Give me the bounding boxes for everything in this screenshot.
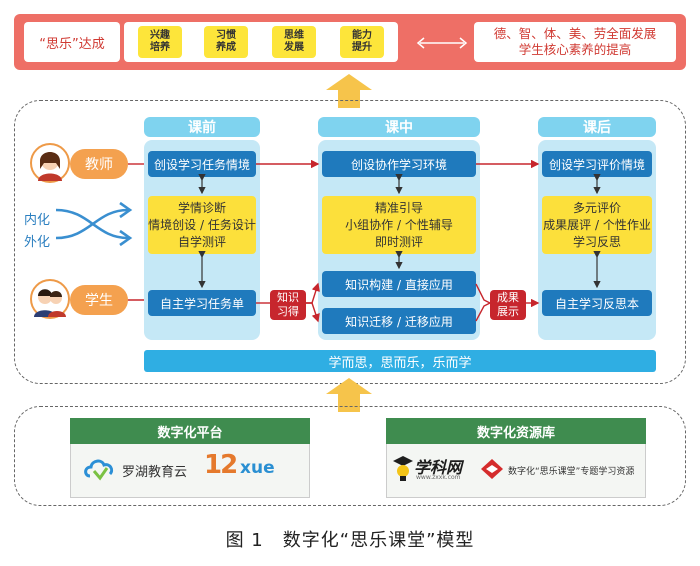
top-goal-box: 德、智、体、美、劳全面发展 学生核心素养的提高 bbox=[474, 22, 676, 62]
book-logo-icon bbox=[481, 459, 503, 479]
resource-title: 数字化资源库 bbox=[386, 418, 646, 444]
result-tag: 成果 展示 bbox=[490, 290, 526, 320]
yellow-line: 学情诊断 bbox=[177, 200, 226, 215]
pill-line: 思维 bbox=[284, 30, 304, 41]
after-top-box: 创设学习评价情境 bbox=[542, 151, 652, 177]
goal-line1: 德、智、体、美、劳全面发展 bbox=[493, 26, 657, 41]
cross-arrow bbox=[55, 208, 129, 240]
yellow-line: 多元评价 bbox=[572, 200, 621, 215]
platform-logo2-num: 12 bbox=[204, 450, 238, 480]
yellow-line: 自学测评 bbox=[177, 234, 226, 249]
resource-logo1: 学科网 bbox=[414, 458, 463, 477]
flow-arrow bbox=[306, 302, 320, 323]
pill-line: 能力 bbox=[352, 30, 372, 41]
student-avatar bbox=[30, 279, 70, 319]
pill-habit: 习惯 养成 bbox=[204, 26, 248, 58]
yellow-line: 学习反思 bbox=[572, 234, 621, 249]
platform-title: 数字化平台 bbox=[70, 418, 310, 444]
platform-logo2-text: xue bbox=[240, 458, 275, 478]
label-internalize: 内化 bbox=[24, 213, 51, 228]
role-teacher: 教师 bbox=[70, 149, 128, 179]
label-externalize: 外化 bbox=[24, 235, 51, 250]
cloud-logo-icon bbox=[84, 459, 114, 481]
yellow-line: 情境创设 / 任务设计 bbox=[148, 217, 256, 232]
figure-caption: 图 1 数字化“思乐课堂”模型 bbox=[0, 525, 700, 553]
caption-text: 图 1 数字化“思乐课堂”模型 bbox=[225, 530, 475, 551]
flow-line bbox=[475, 283, 491, 304]
before-top-box: 创设学习任务情境 bbox=[148, 151, 256, 177]
bottom-frame bbox=[14, 406, 686, 506]
header-after: 课后 bbox=[538, 117, 656, 137]
pill-line: 发展 bbox=[284, 42, 304, 53]
knowledge-tag: 知识 习得 bbox=[270, 290, 306, 320]
pill-line: 习惯 bbox=[216, 30, 236, 41]
up-arrow-icon bbox=[326, 74, 372, 108]
pill-thinking: 思维 发展 bbox=[272, 26, 316, 58]
during-middle-box: 精准引导 小组协作 / 个性辅导 即时测评 bbox=[322, 196, 476, 254]
top-title: “思乐”达成 bbox=[39, 36, 105, 52]
after-middle-box: 多元评价 成果展评 / 个性作业 学习反思 bbox=[542, 196, 652, 254]
flow-arrow bbox=[306, 282, 320, 304]
role-student: 学生 bbox=[70, 285, 128, 315]
teacher-avatar bbox=[30, 143, 70, 183]
tag-line: 展示 bbox=[497, 305, 519, 318]
up-arrow-icon bbox=[326, 378, 372, 412]
yellow-line: 精准引导 bbox=[374, 200, 423, 215]
tag-line: 习得 bbox=[277, 305, 299, 318]
flow-line bbox=[475, 302, 491, 322]
during-bottom-box-1: 知识构建 / 直接应用 bbox=[322, 271, 476, 297]
pill-ability: 能力 提升 bbox=[340, 26, 384, 58]
double-arrow-icon bbox=[416, 37, 468, 49]
arrowhead-icon bbox=[119, 229, 133, 247]
goal-line2: 学生核心素养的提高 bbox=[518, 42, 632, 57]
platform-logo1: 罗湖教育云 bbox=[122, 465, 188, 480]
yellow-line: 成果展评 / 个性作业 bbox=[543, 217, 651, 232]
header-before: 课前 bbox=[144, 117, 260, 137]
resource-logo1-sub: www.zxxk.com bbox=[416, 474, 461, 481]
pill-interest: 兴趣 培养 bbox=[138, 26, 182, 58]
tag-line: 成果 bbox=[497, 291, 519, 304]
during-bottom-box-2: 知识迁移 / 迁移应用 bbox=[322, 308, 476, 334]
pill-line: 提升 bbox=[352, 42, 372, 53]
header-during: 课中 bbox=[318, 117, 480, 137]
arrowhead-icon bbox=[119, 201, 133, 219]
before-bottom-box: 自主学习任务单 bbox=[148, 290, 256, 316]
pill-line: 兴趣 bbox=[150, 30, 170, 41]
after-bottom-box: 自主学习反思本 bbox=[542, 290, 652, 316]
tag-line: 知识 bbox=[277, 291, 299, 304]
student-icon bbox=[34, 289, 66, 317]
resource-logo2: 数字化“思乐课堂”专题学习资源 bbox=[508, 467, 635, 477]
pill-line: 培养 bbox=[150, 42, 170, 53]
yellow-line: 小组协作 / 个性辅导 bbox=[345, 217, 453, 232]
graduate-logo-icon bbox=[393, 456, 413, 481]
teacher-icon bbox=[38, 152, 62, 181]
top-title-box: “思乐”达成 bbox=[24, 22, 120, 62]
before-middle-box: 学情诊断 情境创设 / 任务设计 自学测评 bbox=[148, 196, 256, 254]
during-top-box: 创设协作学习环境 bbox=[322, 151, 476, 177]
yellow-line: 即时测评 bbox=[374, 234, 423, 249]
motto-bar: 学而思，思而乐，乐而学 bbox=[144, 350, 656, 372]
pill-line: 养成 bbox=[216, 42, 236, 53]
